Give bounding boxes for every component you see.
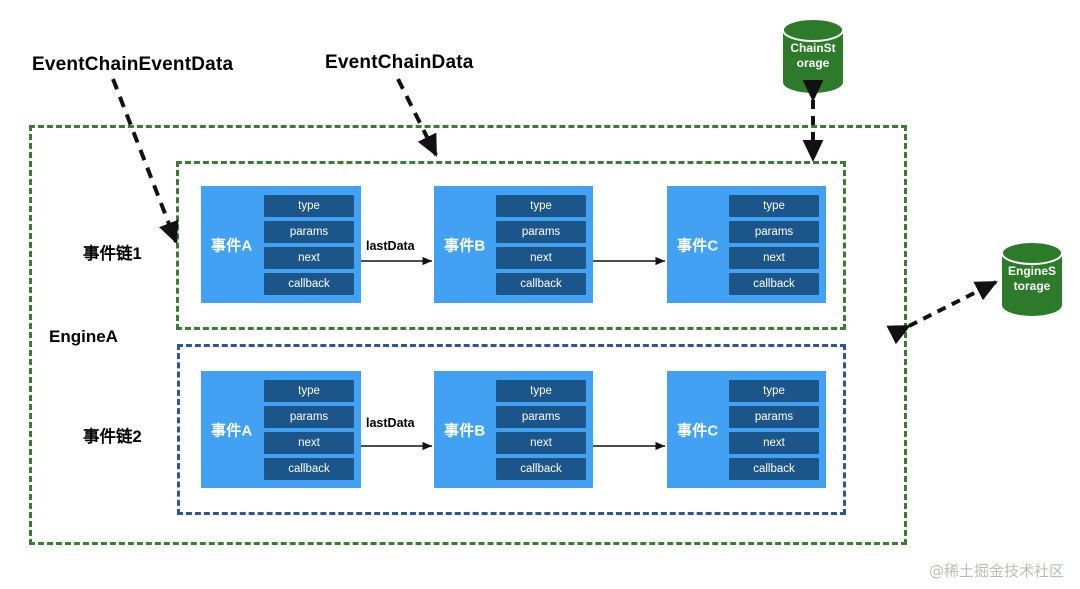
event-node-title: 事件A	[211, 237, 253, 254]
field-params: params	[729, 406, 819, 428]
label-event-chain-data: EventChainData	[325, 52, 474, 73]
field-next: next	[729, 432, 819, 454]
event-chain-2-container	[177, 344, 846, 515]
field-type: type	[496, 380, 586, 402]
field-type: type	[729, 195, 819, 217]
field-callback: callback	[729, 273, 819, 295]
field-next: next	[729, 247, 819, 269]
chain-storage-cylinder[interactable]: ChainSt orage	[781, 18, 845, 94]
field-type: type	[729, 380, 819, 402]
field-callback: callback	[496, 458, 586, 480]
field-params: params	[729, 221, 819, 243]
label-event-chain-1: 事件链1	[83, 245, 142, 263]
link-label-chain1-lastdata: lastData	[366, 239, 415, 253]
field-next: next	[496, 247, 586, 269]
event-node-chain2-c[interactable]: 事件C type params next callback	[667, 371, 826, 488]
event-node-title: 事件B	[444, 422, 486, 439]
event-node-chain2-b[interactable]: 事件B type params next callback	[434, 371, 593, 488]
field-next: next	[264, 247, 354, 269]
event-node-chain1-a[interactable]: 事件A type params next callback	[201, 186, 361, 303]
field-params: params	[264, 221, 354, 243]
event-field-list: type params next callback	[264, 380, 354, 480]
event-chain-1-container	[176, 161, 846, 330]
database-icon	[782, 18, 844, 93]
field-callback: callback	[264, 458, 354, 480]
event-node-title: 事件B	[444, 237, 486, 254]
label-event-chain-2: 事件链2	[83, 428, 142, 446]
event-field-list: type params next callback	[496, 195, 586, 295]
event-node-title: 事件A	[211, 422, 253, 439]
field-type: type	[496, 195, 586, 217]
field-params: params	[496, 406, 586, 428]
connector-engine-storage-link	[886, 280, 998, 345]
field-params: params	[264, 406, 354, 428]
event-field-list: type params next callback	[729, 380, 819, 480]
field-callback: callback	[729, 458, 819, 480]
label-event-chain-event-data: EventChainEventData	[32, 54, 234, 75]
event-field-list: type params next callback	[496, 380, 586, 480]
database-icon	[1001, 241, 1063, 316]
field-callback: callback	[264, 273, 354, 295]
event-node-chain2-a[interactable]: 事件A type params next callback	[201, 371, 361, 488]
engine-storage-cylinder[interactable]: EngineS torage	[1000, 241, 1064, 317]
field-callback: callback	[496, 273, 586, 295]
field-type: type	[264, 380, 354, 402]
field-next: next	[264, 432, 354, 454]
label-engine-a: EngineA	[49, 327, 118, 346]
event-node-title: 事件C	[677, 422, 719, 439]
field-next: next	[496, 432, 586, 454]
event-node-title: 事件C	[677, 237, 719, 254]
watermark: @稀土掘金技术社区	[928, 562, 1064, 580]
field-params: params	[496, 221, 586, 243]
field-type: type	[264, 195, 354, 217]
link-label-chain2-lastdata: lastData	[366, 416, 415, 430]
event-node-chain1-c[interactable]: 事件C type params next callback	[667, 186, 826, 303]
event-node-chain1-b[interactable]: 事件B type params next callback	[434, 186, 593, 303]
event-field-list: type params next callback	[729, 195, 819, 295]
event-field-list: type params next callback	[264, 195, 354, 295]
